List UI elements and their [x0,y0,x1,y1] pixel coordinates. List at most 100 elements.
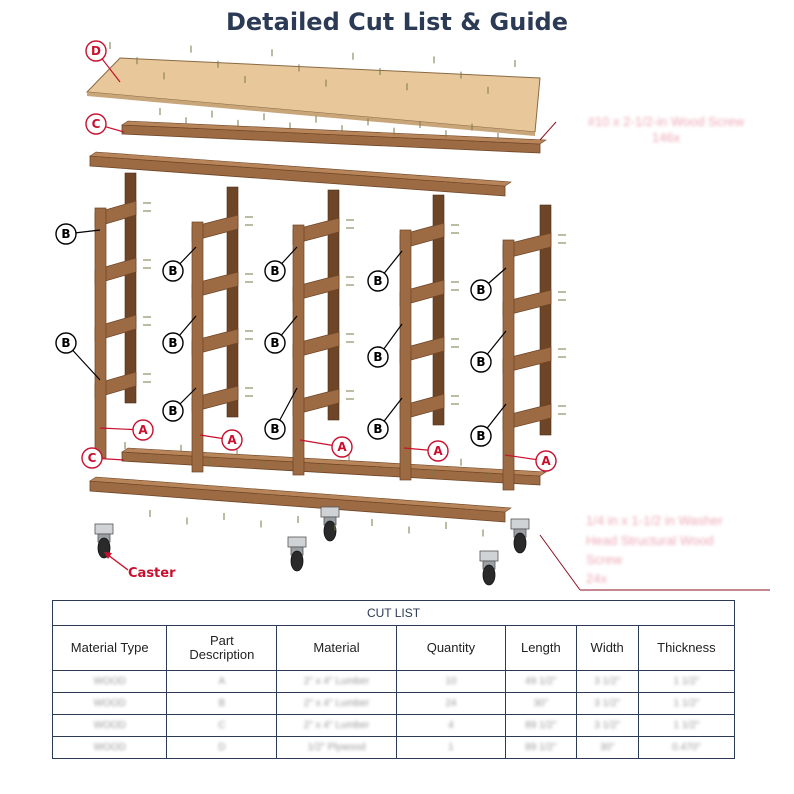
post-a-front [94,207,107,459]
plywood-top-d [85,57,541,133]
header-width: Width [575,625,639,671]
post-a-front [502,239,515,491]
caster-wheel [290,550,304,572]
table-cell: 2" x 4" Lumber [276,692,397,715]
callout-circle [367,346,389,368]
table-row: WOOD C 2" x 4" Lumber 4 89 1/2" 3 1/2" 1… [51,714,736,737]
caster-wheel [323,520,337,542]
post-a-back [327,189,340,421]
header-material-type: Material Type [51,625,168,671]
post-a-back [226,186,239,418]
callout-label: A [541,454,551,468]
callout-circle [162,332,184,354]
wood-screw-leader [539,121,557,141]
washer-screw-callout-line-4: 24x [586,571,607,586]
callout-label: B [168,264,177,278]
caster-plate [94,523,114,535]
table-cell: 1 [395,736,507,759]
washer-screw-callout-line-1: 1/4 in x 1-1/2 in Washer [586,513,723,528]
rail-c-upper-front-top [89,151,512,187]
wood-screw-callout-line-1: #10 x 2-1/2-in Wood Screw [588,114,745,129]
table-cell: 0.470" [637,736,736,759]
table-cell: 2" x 4" Lumber [276,670,397,693]
callout-circle [331,436,353,458]
caster-plate [320,506,340,518]
callout-circle [470,279,492,301]
table-cell: B [166,692,278,715]
rail-c-upper-back-top [121,120,547,145]
table-cell: WOOD [51,714,168,737]
callout-label: B [270,422,279,436]
washer-screw-callout-line-3: Screw [586,552,623,567]
header-length: Length [505,625,577,671]
table-cell: 4 [395,714,507,737]
header-quantity: Quantity [395,625,507,671]
table-cell: 30" [575,736,639,759]
caster-plate [287,536,307,548]
callout-circle [162,400,184,422]
callout-circle [81,447,103,469]
callout-label: A [138,423,148,437]
rail-c-lower-front [89,480,506,523]
post-a-back [432,194,445,426]
callout-label: C [92,117,101,131]
callout-circle [55,332,77,354]
callout-circle [367,418,389,440]
callout-circle [264,332,286,354]
table-cell: 24 [395,692,507,715]
callout-circle [367,270,389,292]
callout-label: B [270,336,279,350]
callout-circle [55,223,77,245]
callout-circle [85,40,107,62]
callout-label: D [91,44,101,58]
table-cell: WOOD [51,670,168,693]
plywood-top-edge [87,92,535,136]
table-cell: 3 1/2" [575,714,639,737]
table-cell: C [166,714,278,737]
callout-label: B [61,336,70,350]
callout-circle [221,429,243,451]
table-cell: WOOD [51,736,168,759]
post-a-front [191,221,204,473]
wood-screw-callout-line-2: 146x [652,130,681,145]
header-material: Material [276,625,397,671]
caster-wheel [482,564,496,586]
callout-circle [132,419,154,441]
callout-label: B [373,350,382,364]
callout-label: B [476,355,485,369]
table-cell: 1 1/2" [637,670,736,693]
callout-label: A [433,444,443,458]
callout-circle [427,440,449,462]
screws [109,42,566,537]
callout-label: B [168,404,177,418]
table-cell: 1 1/2" [637,714,736,737]
callout-circle [470,351,492,373]
header-thickness: Thickness [637,625,736,671]
callout-label: B [61,227,70,241]
page-title: Detailed Cut List & Guide [225,8,569,36]
callout-circle [162,260,184,282]
caster-arrowhead [104,552,112,559]
washer-screw-leader [539,534,581,591]
caster-wheel [513,532,527,554]
table-cell: 30" [505,692,577,715]
callout-label: B [168,336,177,350]
rail-c-lower-front-top [89,476,512,513]
callout-label: A [227,433,237,447]
caster-label: Caster [128,566,176,581]
table-cell: 1 1/2" [637,692,736,715]
washer-screw-callout-line-2: Head Structural Wood [586,533,714,548]
table-cell: 2" x 4" Lumber [276,714,397,737]
table-cell: D [166,736,278,759]
caster-plate [510,518,530,530]
table-cell: 10 [395,670,507,693]
lumber-parts [85,57,552,586]
callout-circle [535,450,557,472]
table-cell: 3 1/2" [575,670,639,693]
table-cell: 89 1/2" [505,736,577,759]
callout-label: A [337,440,347,454]
caster-leader [107,554,129,571]
table-cell: 89 1/2" [505,714,577,737]
